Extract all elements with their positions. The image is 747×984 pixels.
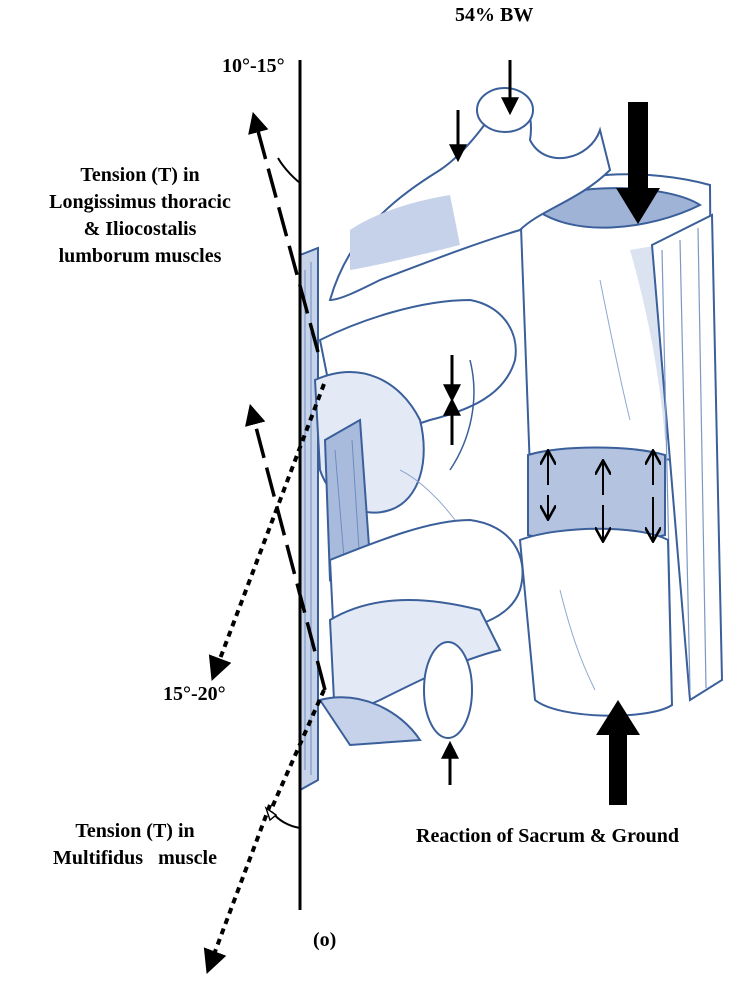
multifidus-label-line: Tension (T) in	[30, 818, 240, 845]
longissimus-label: Tension (T) in Longissimus thoracic & Il…	[0, 162, 280, 270]
top-load-label: 54% BW	[455, 4, 533, 27]
longissimus-label-line: & Iliocostalis	[0, 216, 280, 243]
posterior-muscle-strip	[300, 248, 318, 790]
lower-vertebral-body	[520, 529, 672, 716]
multifidus-label: Tension (T) in Multifidus muscle	[30, 818, 240, 872]
angle-arc-upper	[278, 158, 300, 183]
multifidus-label-line: Multifidus muscle	[30, 845, 240, 872]
longissimus-label-line: Longissimus thoracic	[0, 189, 280, 216]
reaction-label: Reaction of Sacrum & Ground	[416, 825, 679, 848]
figure-tag: (o)	[313, 929, 336, 952]
longissimus-label-line: Tension (T) in	[0, 162, 280, 189]
lower-angle-label: 15°-20°	[163, 683, 226, 706]
upper-angle-label: 10°-15°	[222, 55, 285, 78]
vertebrae-illustration	[300, 88, 722, 790]
longissimus-label-line: lumborum muscles	[0, 243, 280, 270]
